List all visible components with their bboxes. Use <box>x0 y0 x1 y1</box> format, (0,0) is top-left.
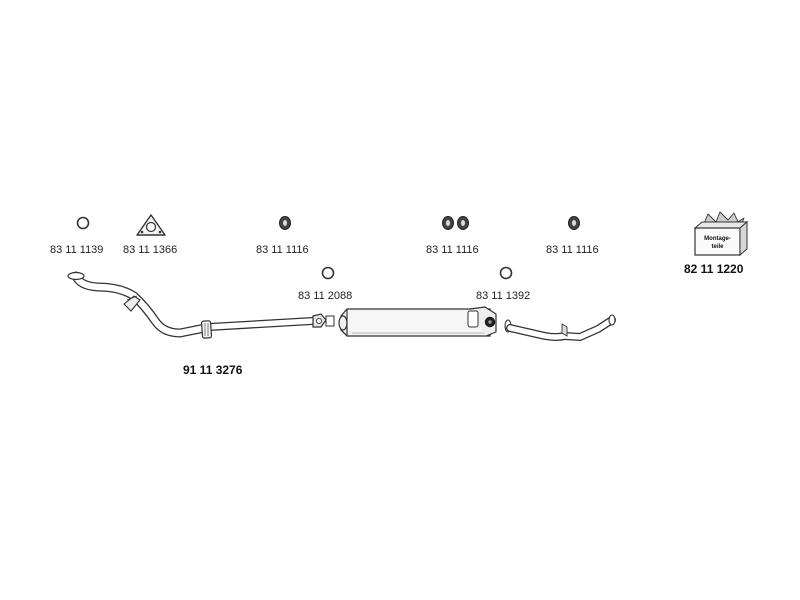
triangular-flange-gasket-icon <box>136 214 166 236</box>
ring-icon <box>499 266 513 280</box>
part-number-label: 91 11 3276 <box>183 363 243 377</box>
part-number-label: 83 11 1366 <box>123 244 177 256</box>
rubber-mount-icon <box>442 216 454 230</box>
part-number-label: 83 11 1392 <box>476 290 530 302</box>
mounting-kit-box-icon: Montage- teile <box>693 211 749 257</box>
kit-box-label: Montage- <box>704 236 731 242</box>
part-number-label: 83 11 1116 <box>256 244 309 256</box>
rubber-mount-icon <box>568 216 580 230</box>
rubber-mount-icon <box>457 216 469 230</box>
part-number-label: 82 11 1220 <box>684 262 744 276</box>
part-number-label: 83 11 1139 <box>50 244 103 256</box>
front-pipe <box>67 271 316 339</box>
part-number-label: 83 11 1116 <box>426 244 479 256</box>
kit-box-label: teile <box>711 244 724 250</box>
tail-pipe <box>504 314 616 341</box>
part-number-label: 83 11 1116 <box>546 244 599 256</box>
ring-icon <box>321 266 335 280</box>
pipe-clamp-icon <box>312 313 335 328</box>
rubber-mount-icon <box>279 216 291 230</box>
ring-icon <box>76 216 90 230</box>
muffler <box>338 306 497 337</box>
part-number-label: 83 11 2088 <box>298 290 352 302</box>
